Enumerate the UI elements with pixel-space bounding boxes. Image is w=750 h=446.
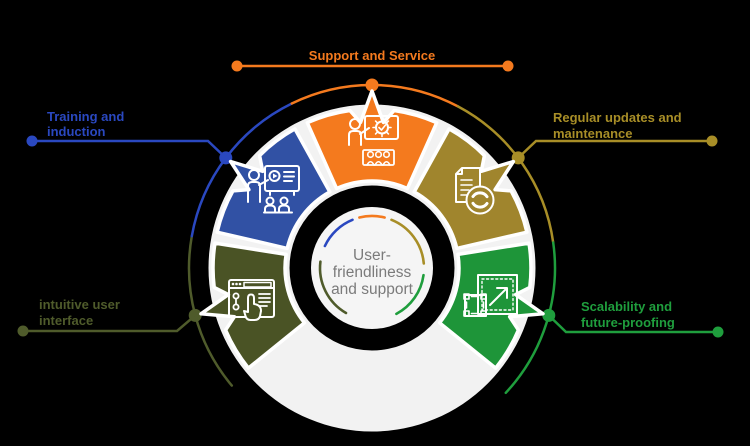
callout-endpoint-dot: [26, 135, 38, 147]
center-label-line2: friendliness: [333, 264, 412, 281]
callout-endpoint-dot: [712, 326, 724, 338]
corner-handle: [463, 293, 470, 300]
audience-body: [263, 204, 293, 214]
page-text-lines: [258, 293, 271, 307]
presenter-head: [349, 118, 361, 130]
document-sync-icon: [455, 167, 495, 215]
center-arc-regular-updates-and-maintenance: [390, 218, 426, 265]
screen: [364, 115, 399, 140]
expand-arrow-icon: [489, 287, 508, 306]
callout-endpoint-dot: [502, 60, 514, 72]
callout-line: [23, 314, 197, 333]
audience-head: [366, 150, 375, 159]
browser-dot: [238, 282, 242, 286]
pointer-hand-icon: [243, 293, 262, 321]
corner-handle: [480, 310, 487, 317]
center-disc: [311, 207, 433, 329]
outer-arc-ring: [187, 83, 557, 395]
presenter-head: [248, 169, 260, 181]
corner-handle: [480, 293, 487, 300]
label-updates-line2: maintenance: [553, 126, 632, 141]
label-training-line2: induction: [47, 124, 106, 139]
address-bar: [243, 281, 272, 288]
callout-regular-updates: Regular updates and maintenance: [511, 110, 718, 165]
dotted-frame: [481, 278, 514, 311]
browser-dot: [235, 282, 238, 286]
center-label-line3: and support: [331, 281, 414, 298]
presenter-body: [247, 179, 269, 203]
callout-line: [517, 139, 712, 159]
browser-dot: [231, 282, 235, 286]
gear-teeth: [372, 117, 392, 138]
browser-pointer-icon: [228, 279, 275, 321]
audience-head: [374, 150, 383, 159]
outer-arc-support-and-service: [290, 83, 460, 108]
callout-line: [32, 139, 227, 159]
center-arc-scalability-and-future-proofing: [395, 273, 425, 316]
callout-endpoint-dot: [17, 325, 29, 337]
label-scalability-line1: Scalability and: [581, 299, 672, 314]
label-training-line1: Training and: [47, 109, 124, 124]
label-intuitive-line1: intuitive user: [39, 297, 120, 312]
outer-arc-training-and-induction: [190, 102, 294, 238]
audience-bodies: [366, 160, 391, 166]
center-label-line1: User-: [353, 247, 391, 264]
handle-dashes: [465, 295, 485, 315]
sync-circle: [465, 185, 495, 215]
sync-arrows-icon: [471, 191, 489, 209]
board-text-lines: [269, 171, 295, 196]
callout-line: [547, 314, 718, 334]
center-accent-arcs: [318, 214, 426, 316]
audience-body: [264, 204, 276, 213]
callout-intuitive-ui: intuitive user interface: [17, 297, 202, 337]
center-arc-training-and-induction: [323, 218, 354, 248]
wedge-training-and-induction: [215, 127, 332, 251]
play-button-icon: [268, 170, 281, 182]
label-updates-line1: Regular updates and: [553, 110, 682, 125]
callout-endpoint-dot: [231, 60, 243, 72]
presentation-board: [264, 165, 300, 192]
label-support-and-service: Support and Service: [309, 48, 435, 63]
check-icon: [378, 124, 387, 131]
audience-head: [382, 150, 391, 159]
small-frame: [464, 294, 487, 317]
outer-arc-scalability-and-future-proofing: [504, 241, 557, 395]
callout-endpoint-dot: [706, 135, 718, 147]
presenter-gear-icon: [348, 115, 399, 166]
document-text-lines: [460, 179, 473, 196]
training-presentation-icon: [247, 165, 300, 214]
audience-box: [362, 149, 395, 166]
callout-support-and-service: Support and Service: [231, 48, 514, 92]
center-arc-support-and-service: [358, 214, 386, 219]
play-triangle: [273, 173, 278, 179]
center-arc-intuitive-user-interface: [318, 260, 348, 315]
corner-handle: [463, 310, 470, 317]
outer-arc-regular-updates-and-maintenance: [456, 105, 555, 244]
presenter-body: [348, 127, 370, 146]
label-intuitive-line2: interface: [39, 313, 93, 328]
label-scalability-line2: future-proofing: [581, 315, 675, 330]
scale-expand-icon: [463, 274, 518, 317]
outer-arc-intuitive-user-interface: [187, 234, 234, 387]
wedge-regular-updates-and-maintenance: [412, 127, 529, 251]
